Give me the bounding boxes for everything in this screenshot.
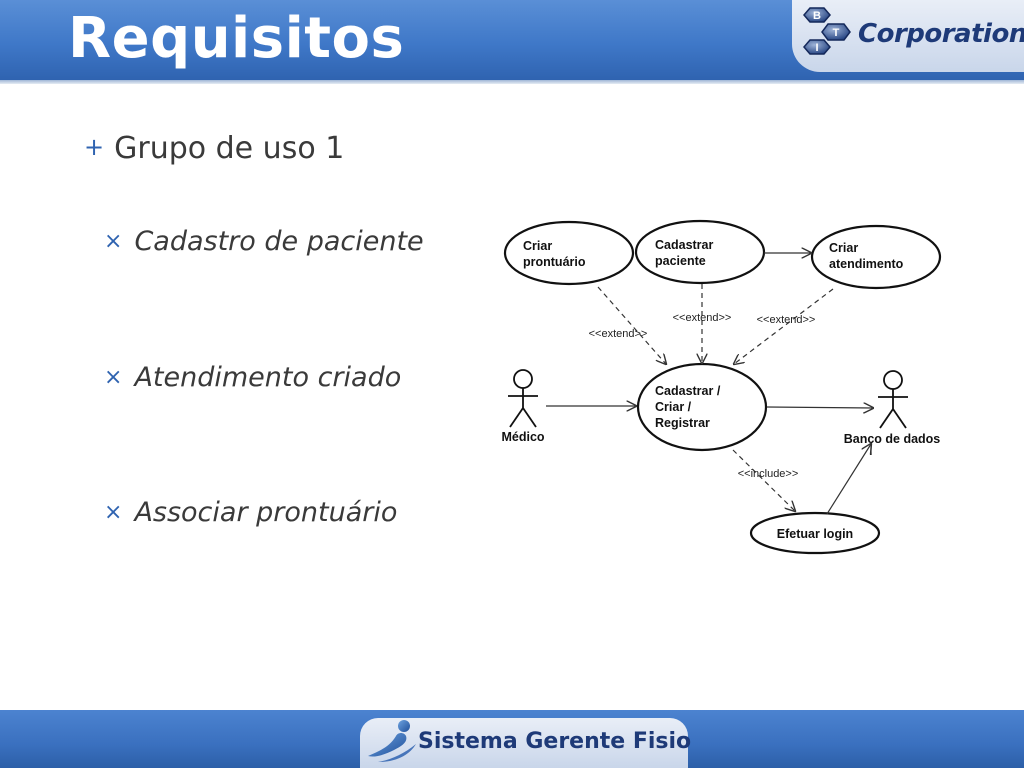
group-label: Grupo de uso 1 <box>114 131 345 166</box>
extend-arrow <box>734 288 834 364</box>
use-case-criar-prontuario: Criar prontuário <box>503 220 635 286</box>
logo-letter-b: B <box>813 10 821 22</box>
bullet-item: × Associar prontuário <box>104 494 397 532</box>
use-case-label: Efetuar login <box>777 527 853 541</box>
cross-bullet-icon: × <box>104 500 123 525</box>
extend-label: <<extend>> <box>757 314 816 326</box>
bolt-t: T <box>821 23 851 41</box>
use-case-diagram: Criar prontuário Cadastrar paciente Cria… <box>501 219 942 555</box>
use-case-cadastrar-registrar: Cadastrar / Criar / Registrar <box>636 362 768 452</box>
bullet-group: + Grupo de uso 1 <box>84 126 344 170</box>
association-arrow <box>826 444 871 515</box>
logo-text: Corporation <box>858 19 1024 49</box>
footer-tab <box>360 718 688 768</box>
plus-bullet-icon: + <box>84 133 105 161</box>
use-case-label: paciente <box>655 254 706 268</box>
logo-letter-i: I <box>815 42 818 54</box>
use-case-label: Criar / <box>655 400 692 414</box>
include-arrow <box>732 449 795 511</box>
include-label: <<include>> <box>738 468 799 480</box>
bullet-item: × Cadastro de paciente <box>104 223 424 261</box>
extend-label: <<extend>> <box>673 312 732 324</box>
use-case-label: Cadastrar / <box>655 384 721 398</box>
actor-medico-label: Médico <box>501 430 544 444</box>
association-arrow <box>766 407 873 408</box>
bullet-item: × Atendimento criado <box>104 359 401 397</box>
bolt-b: B <box>803 7 831 23</box>
extend-label: <<extend>> <box>589 328 648 340</box>
item-label: Associar prontuário <box>134 497 398 528</box>
bolt-i: I <box>803 39 831 55</box>
cross-bullet-icon: × <box>104 365 123 390</box>
item-label: Atendimento criado <box>134 362 402 393</box>
header-shadow <box>0 80 1024 84</box>
actor-head-icon <box>513 369 533 389</box>
use-case-label: Registrar <box>655 416 710 430</box>
actor-banco-de-dados <box>878 370 908 429</box>
logo-letter-t: T <box>833 27 840 39</box>
use-case-criar-atendimento: Criar atendimento <box>810 224 942 290</box>
bit-logo-icon: B I T <box>803 7 851 55</box>
swoosh-figure-icon <box>368 720 416 762</box>
extend-arrow <box>597 286 666 364</box>
actor-head-icon <box>883 370 903 390</box>
slide-title: Requisitos <box>68 6 405 71</box>
use-case-efetuar-login: Efetuar login <box>749 511 881 555</box>
cross-bullet-icon: × <box>104 229 123 254</box>
use-case-label: Criar <box>523 239 552 253</box>
use-case-label: Cadastrar <box>655 238 713 252</box>
footer-title: Sistema Gerente Fisio <box>418 729 692 754</box>
use-case-label: atendimento <box>829 257 904 271</box>
actor-banco-label: Banco de dados <box>844 432 941 446</box>
use-case-label: Criar <box>829 241 858 255</box>
item-label: Cadastro de paciente <box>134 226 424 257</box>
use-case-cadastrar-paciente: Cadastrar paciente <box>634 219 766 285</box>
actor-medico <box>508 369 538 428</box>
use-case-label: prontuário <box>523 255 586 269</box>
